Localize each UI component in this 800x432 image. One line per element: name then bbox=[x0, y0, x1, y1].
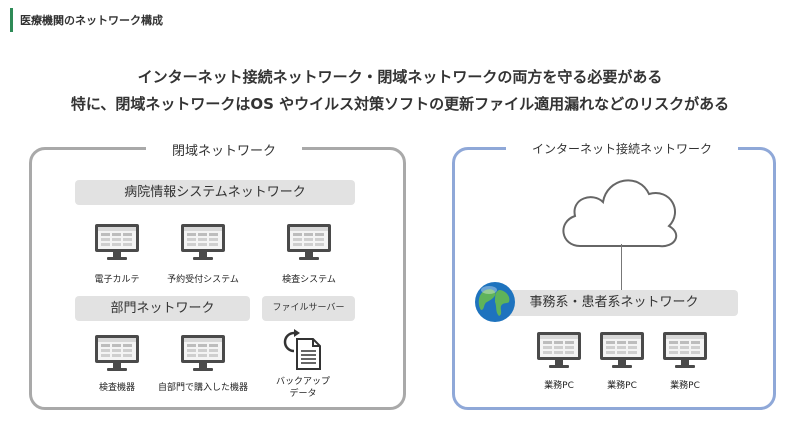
cloud-connector-line bbox=[621, 244, 622, 290]
document-backup-icon bbox=[283, 329, 321, 370]
computer-monitor-icon bbox=[598, 330, 646, 370]
computer-monitor-icon bbox=[93, 222, 141, 262]
device-caption-business-pc-1: 業務PC bbox=[544, 381, 574, 391]
computer-monitor-icon bbox=[535, 330, 583, 370]
closed-network-title: 閉域ネットワーク bbox=[146, 140, 302, 159]
hospital-system-network-label: 病院情報システムネットワーク bbox=[75, 180, 355, 205]
section-accent-bar bbox=[10, 8, 13, 32]
backup-caption-line-1: バックアップ bbox=[275, 377, 330, 387]
file-server-label: ファイルサーバー bbox=[262, 296, 355, 321]
cloud-icon bbox=[562, 179, 678, 248]
globe-icon bbox=[475, 282, 515, 322]
device-caption-department-equipment: 自部門で購入した機器 bbox=[157, 383, 248, 393]
device-caption-electronic-chart: 電子カルテ bbox=[94, 275, 140, 285]
headline-line-1: インターネット接続ネットワーク・閉域ネットワークの両方を守る必要がある bbox=[137, 68, 663, 86]
device-caption-business-pc-3: 業務PC bbox=[670, 381, 700, 391]
headline-line-2: 特に、閉域ネットワークはOS やウイルス対策ソフトの更新ファイル適用漏れなどのリ… bbox=[70, 95, 730, 113]
backup-caption-line-2: データ bbox=[289, 389, 317, 399]
department-network-label: 部門ネットワーク bbox=[75, 296, 250, 321]
computer-monitor-icon bbox=[179, 222, 227, 262]
computer-monitor-icon bbox=[661, 330, 709, 370]
device-caption-inspection-system: 検査システム bbox=[282, 275, 336, 285]
internet-network-title: インターネット接続ネットワーク bbox=[506, 140, 738, 157]
device-caption-inspection-equipment: 検査機器 bbox=[98, 383, 135, 393]
section-title: 医療機関のネットワーク構成 bbox=[20, 14, 163, 27]
device-caption-reservation-system: 予約受付システム bbox=[167, 275, 239, 285]
office-network-label: 事務系・患者系ネットワーク bbox=[490, 290, 738, 316]
computer-monitor-icon bbox=[285, 222, 333, 262]
computer-monitor-icon bbox=[93, 333, 141, 373]
computer-monitor-icon bbox=[179, 333, 227, 373]
backup-data-caption: バックアップ データ bbox=[263, 376, 343, 400]
device-caption-business-pc-2: 業務PC bbox=[607, 381, 637, 391]
